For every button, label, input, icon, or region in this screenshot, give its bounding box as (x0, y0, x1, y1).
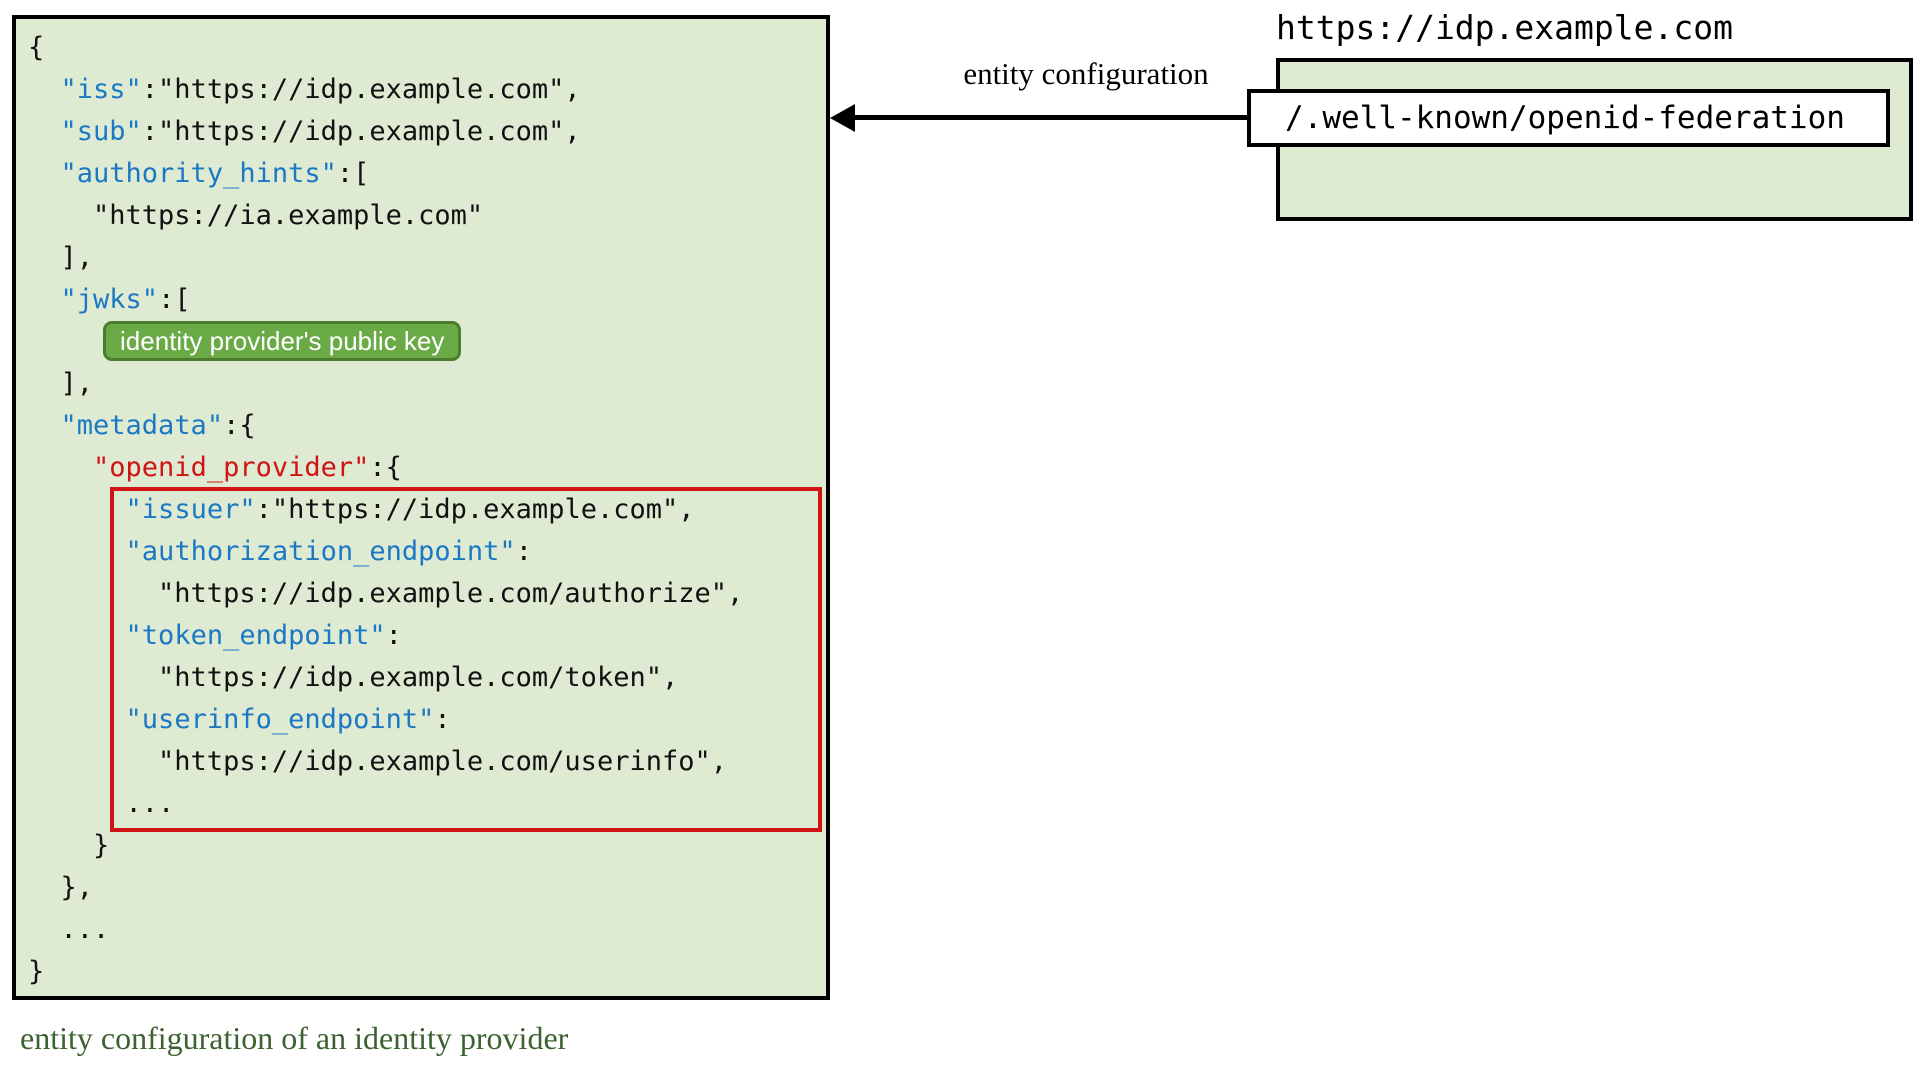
idp-url-label: https://idp.example.com (1276, 8, 1733, 47)
code-token (28, 284, 61, 315)
code-token: "https://ia.example.com" (28, 200, 484, 231)
well-known-path-box: /.well-known/openid-federation (1247, 89, 1890, 147)
code-token: "sub" (60, 116, 142, 147)
code-line: ], (28, 363, 826, 405)
code-line: }, (28, 867, 826, 909)
code-line: identity provider's public key (28, 320, 826, 363)
code-line: "authorization_endpoint": (28, 531, 826, 573)
code-line: "metadata":{ (28, 405, 826, 447)
code-token: "https://idp.example.com/userinfo", (28, 746, 727, 777)
code-token: "metadata" (60, 410, 224, 441)
code-token (28, 536, 126, 567)
code-token: :"https://idp.example.com", (255, 494, 695, 525)
code-line: ], (28, 237, 826, 279)
code-token: "openid_provider" (93, 452, 370, 483)
code-line: "https://idp.example.com/authorize", (28, 573, 826, 615)
entity-configuration-arrow-line (852, 115, 1247, 120)
code-token: }, (28, 872, 94, 903)
code-line: "issuer":"https://idp.example.com", (28, 489, 826, 531)
code-token: ], (28, 242, 94, 273)
panel-caption: entity configuration of an identity prov… (20, 1020, 569, 1056)
code-line: "jwks":[ (28, 279, 826, 321)
code-token (28, 704, 126, 735)
code-line: "sub":"https://idp.example.com", (28, 111, 826, 153)
code-token (28, 326, 93, 357)
code-token: : (515, 536, 532, 567)
code-token: ], (28, 368, 94, 399)
code-line: "token_endpoint": (28, 615, 826, 657)
code-token (28, 74, 61, 105)
code-line: } (28, 825, 826, 867)
entity-configuration-panel: { "iss":"https://idp.example.com", "sub"… (12, 15, 830, 1000)
code-token: "iss" (60, 74, 142, 105)
code-token (28, 158, 61, 189)
code-token: "userinfo_endpoint" (125, 704, 435, 735)
code-token: } (28, 830, 110, 861)
code-line: "authority_hints":[ (28, 153, 826, 195)
code-token: : (434, 704, 451, 735)
code-line: "https://ia.example.com" (28, 195, 826, 237)
entity-configuration-code: { "iss":"https://idp.example.com", "sub"… (16, 19, 826, 996)
code-token: :"https://idp.example.com", (141, 74, 581, 105)
code-token: "https://idp.example.com/authorize", (28, 578, 744, 609)
code-token: : (385, 620, 402, 651)
code-token: "jwks" (60, 284, 159, 315)
code-token: :[ (336, 158, 370, 189)
code-token: :{ (369, 452, 402, 483)
code-line: "openid_provider":{ (28, 447, 826, 489)
code-token: ... (28, 914, 110, 945)
code-token (28, 452, 93, 483)
code-token (28, 410, 61, 441)
code-line: { (28, 27, 826, 69)
code-token: "token_endpoint" (125, 620, 386, 651)
code-token: ... (28, 788, 175, 819)
code-token (28, 494, 126, 525)
code-line: } (28, 951, 826, 993)
arrow-label: entity configuration (963, 56, 1209, 91)
code-line: "iss":"https://idp.example.com", (28, 69, 826, 111)
code-token: :"https://idp.example.com", (141, 116, 581, 147)
code-token: :{ (223, 410, 256, 441)
code-token: :[ (158, 284, 191, 315)
code-line: "userinfo_endpoint": (28, 699, 826, 741)
code-token (28, 116, 61, 147)
code-token: "https://idp.example.com/token", (28, 662, 679, 693)
code-token: } (28, 956, 45, 987)
code-line: ... (28, 783, 826, 825)
code-token: "authority_hints" (60, 158, 337, 189)
public-key-badge: identity provider's public key (103, 320, 462, 361)
code-token: "issuer" (125, 494, 256, 525)
code-token (28, 620, 126, 651)
code-token: "authorization_endpoint" (125, 536, 516, 567)
code-line: "https://idp.example.com/userinfo", (28, 741, 826, 783)
code-token: { (28, 32, 45, 63)
code-line: ... (28, 909, 826, 951)
code-line: "https://idp.example.com/token", (28, 657, 826, 699)
entity-configuration-arrowhead-icon (830, 104, 855, 132)
